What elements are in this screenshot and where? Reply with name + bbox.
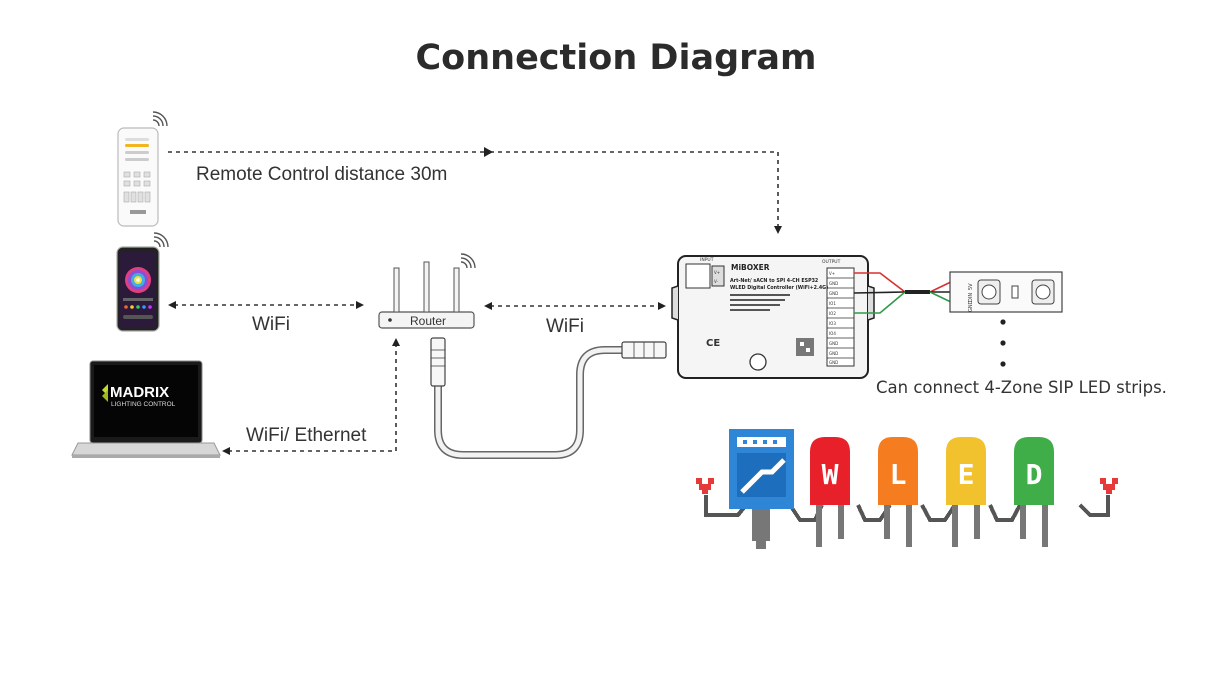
output-terminal-label: V+ — [829, 271, 835, 276]
laptop-tagline: LIGHTING CONTROL — [111, 401, 176, 408]
laptop-router-line — [222, 338, 400, 455]
output-terminal-label: IO4 — [829, 331, 836, 336]
controller-output-label: OUTPUT — [822, 259, 841, 265]
controller-input-terminals: V+ V- — [714, 270, 720, 284]
led-strip-pads: 5V DIN GND — [968, 283, 974, 312]
output-terminal-label: IO3 — [829, 321, 836, 326]
remote-distance-label: Remote Control distance 30m — [196, 164, 448, 185]
output-terminal-label: IO1 — [829, 301, 836, 306]
remote-signal-line — [168, 147, 782, 234]
logo-letter: L — [890, 458, 907, 491]
router-icon — [378, 253, 476, 329]
logo-letter: W — [822, 458, 839, 491]
output-terminal-label: GND — [829, 291, 838, 296]
strip-pad-label: GND — [968, 300, 974, 312]
input-terminal-label: V- — [714, 279, 719, 284]
input-terminal-label: V+ — [714, 270, 720, 275]
ethernet-cable — [430, 337, 667, 459]
output-terminal-label: GND — [829, 341, 838, 346]
led-strip-icon — [949, 271, 1063, 313]
logo-letter: D — [1026, 458, 1043, 491]
wled-controller-icon: CE — [671, 255, 875, 379]
output-terminal-label: GND — [829, 360, 838, 365]
output-terminal-label: IO2 — [829, 311, 836, 316]
page-title: Connection Diagram — [415, 38, 817, 78]
wled-logo-letters: W L E D — [822, 458, 1043, 491]
smartphone-icon — [116, 232, 169, 332]
strip-pad-label: 5V — [968, 283, 974, 290]
router-label: Router — [410, 314, 446, 328]
controller-output-terminals: V+ GND GND IO1 IO2 IO3 IO4 GND GND GND — [829, 271, 838, 365]
output-terminal-label: GND — [829, 351, 838, 356]
wifi-label-phone: WiFi — [252, 314, 290, 335]
wifi-label-controller: WiFi — [546, 316, 584, 337]
laptop-brand: MADRIX — [110, 384, 169, 401]
continuation-dots — [1000, 319, 1006, 367]
strip-pad-label: DIN — [968, 293, 974, 302]
remote-control-icon — [117, 111, 168, 227]
wifi-ethernet-label: WiFi/ Ethernet — [246, 425, 367, 446]
controller-title-line-1: Art-Net/ sACN to SPI 4-CH ESP32 — [730, 278, 818, 284]
controller-title-line-2: WLED Digital Controller (WiFi+2.4G) — [730, 285, 828, 291]
controller-brand: MiBOXER — [731, 263, 770, 272]
controller-input-label: INPUT — [700, 257, 714, 263]
logo-letter: E — [958, 458, 975, 491]
output-terminal-label: GND — [829, 281, 838, 286]
sip-strips-label: Can connect 4-Zone SIP LED strips. — [876, 378, 1167, 397]
laptop-icon — [71, 360, 221, 458]
svg-text:CE: CE — [706, 338, 720, 349]
wled-logo — [696, 429, 1118, 549]
